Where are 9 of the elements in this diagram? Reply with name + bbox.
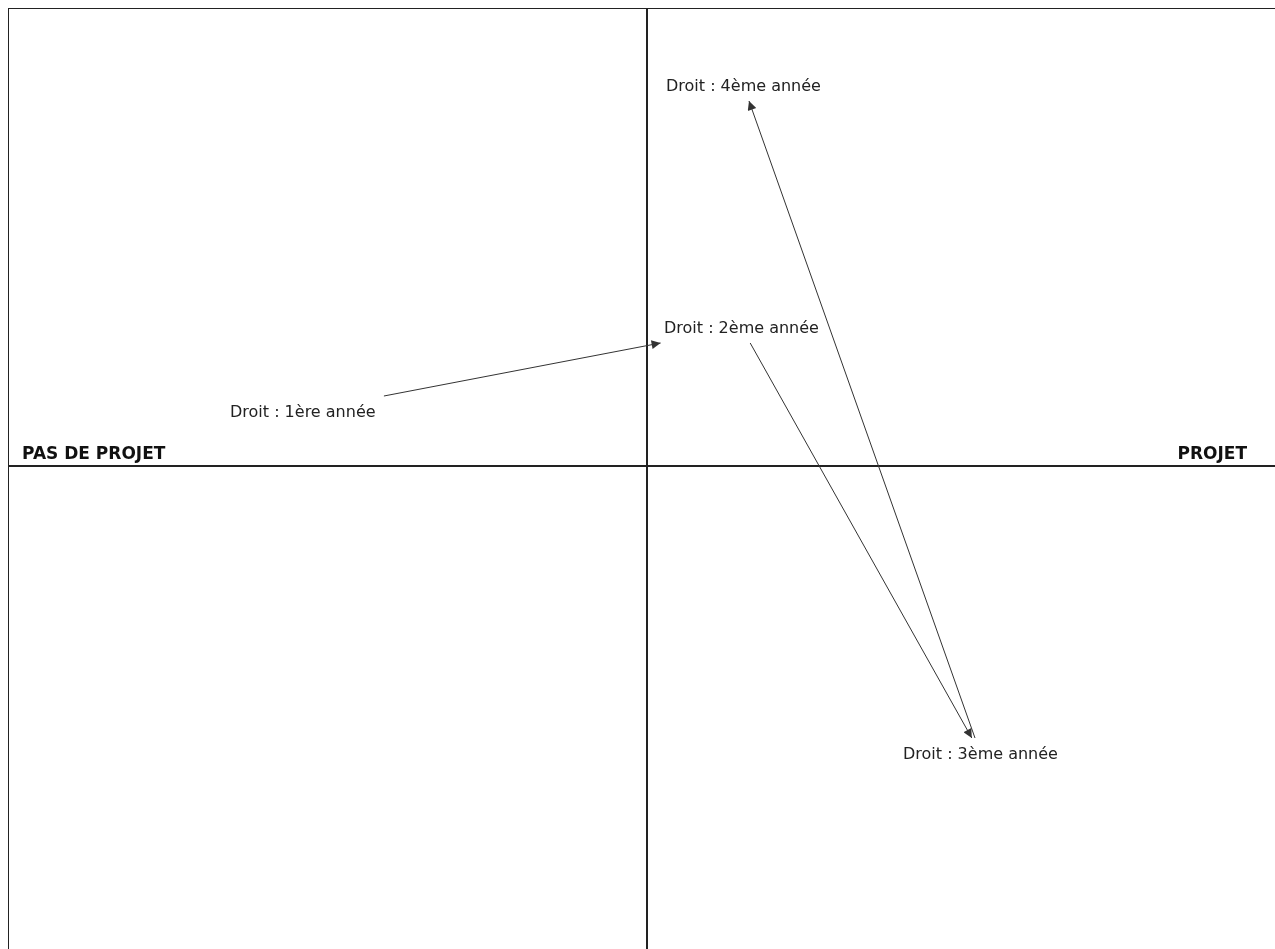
arrow (747, 100, 976, 739)
arrow (749, 342, 973, 739)
node-label: Droit : 3ème année (903, 744, 1058, 763)
axis-label: PAS DE PROJET (22, 443, 166, 463)
node-label: Droit : 4ème année (666, 76, 821, 95)
node-label: Droit : 2ème année (664, 318, 819, 337)
node-label: Droit : 1ère année (230, 402, 376, 421)
arrow (383, 340, 662, 397)
axis-label: PROJET (1177, 443, 1247, 463)
